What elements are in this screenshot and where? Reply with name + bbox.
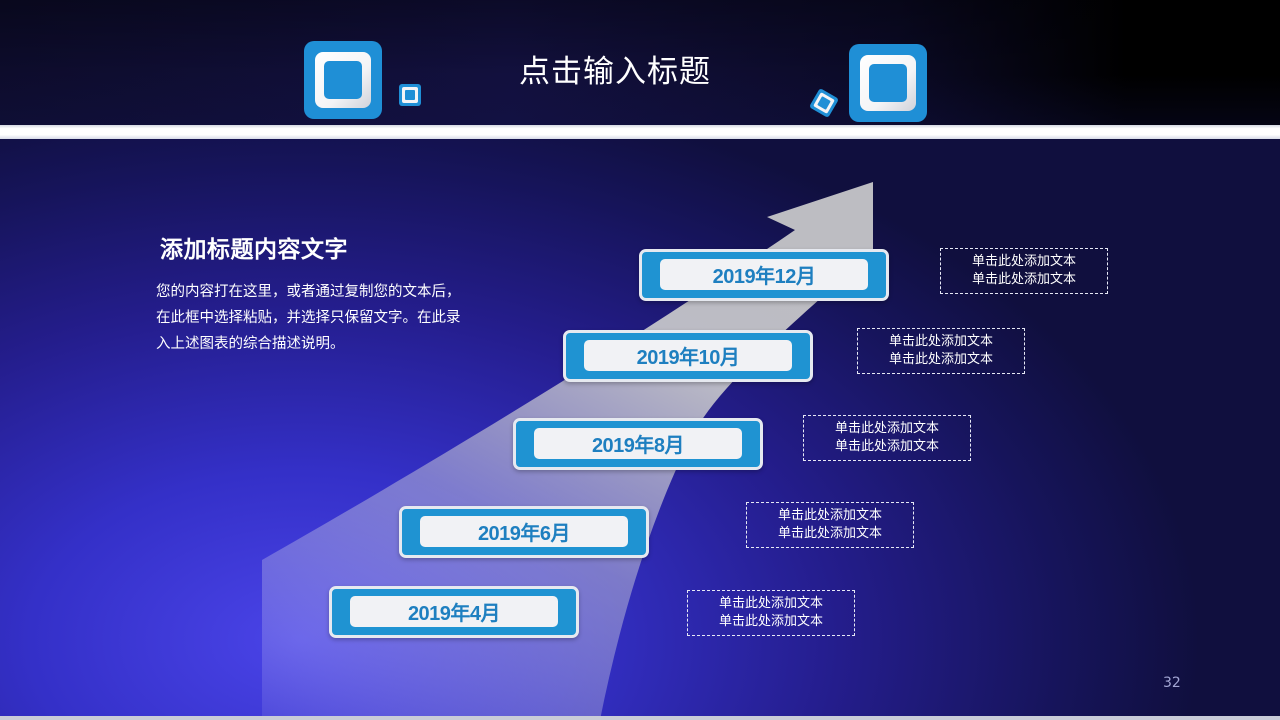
header-band: [0, 0, 1280, 125]
milestone-label-box: 2019年4月: [350, 596, 558, 627]
bottom-edge: [0, 716, 1280, 720]
milestone-label-box: 2019年6月: [420, 516, 628, 547]
content-description[interactable]: 您的内容打在这里，或者通过复制您的文本后，在此框中选择粘贴，并选择只保留文字。在…: [156, 284, 461, 352]
note-line: 单击此处添加文本: [834, 421, 939, 436]
milestone-2019-6[interactable]: 2019年6月: [399, 506, 649, 558]
square-core: [869, 64, 907, 102]
note-line: 单击此处添加文本: [718, 596, 823, 611]
milestone-label-box: 2019年8月: [534, 428, 742, 459]
note-line: 单击此处添加文本: [834, 439, 939, 454]
slide-title[interactable]: 点击输入标题: [519, 54, 711, 90]
note-box[interactable]: 单击此处添加文本 单击此处添加文本: [746, 502, 914, 548]
square-frame-icon: [849, 44, 927, 122]
milestone-2019-8[interactable]: 2019年8月: [513, 418, 763, 470]
content-heading[interactable]: 添加标题内容文字: [160, 237, 348, 263]
note-line: 单击此处添加文本: [777, 526, 882, 541]
note-box[interactable]: 单击此处添加文本 单击此处添加文本: [857, 328, 1025, 374]
milestone-2019-10[interactable]: 2019年10月: [563, 330, 813, 382]
square-frame-icon: [399, 84, 421, 106]
square-core: [405, 90, 415, 100]
milestone-label: 2019年6月: [477, 523, 571, 545]
square-frame-icon: [304, 41, 382, 119]
note-line: 单击此处添加文本: [888, 334, 993, 349]
note-line: 单击此处添加文本: [971, 254, 1076, 269]
milestone-2019-4[interactable]: 2019年4月: [329, 586, 579, 638]
note-box[interactable]: 单击此处添加文本 单击此处添加文本: [803, 415, 971, 461]
note-line: 单击此处添加文本: [718, 614, 823, 629]
note-line: 单击此处添加文本: [777, 508, 882, 523]
milestone-label: 2019年12月: [712, 266, 816, 288]
milestone-label-box: 2019年12月: [660, 259, 868, 290]
header-divider-bar: [0, 125, 1280, 139]
note-line: 单击此处添加文本: [888, 352, 993, 367]
note-line: 单击此处添加文本: [971, 272, 1076, 287]
milestone-label-box: 2019年10月: [584, 340, 792, 371]
milestone-label: 2019年8月: [591, 435, 685, 457]
milestone-2019-12[interactable]: 2019年12月: [639, 249, 889, 301]
note-box[interactable]: 单击此处添加文本 单击此处添加文本: [940, 248, 1108, 294]
page-number: 32: [1163, 675, 1181, 691]
milestone-label: 2019年4月: [407, 603, 501, 625]
milestone-label: 2019年10月: [636, 347, 740, 369]
square-core: [324, 61, 362, 99]
note-box[interactable]: 单击此处添加文本 单击此处添加文本: [687, 590, 855, 636]
